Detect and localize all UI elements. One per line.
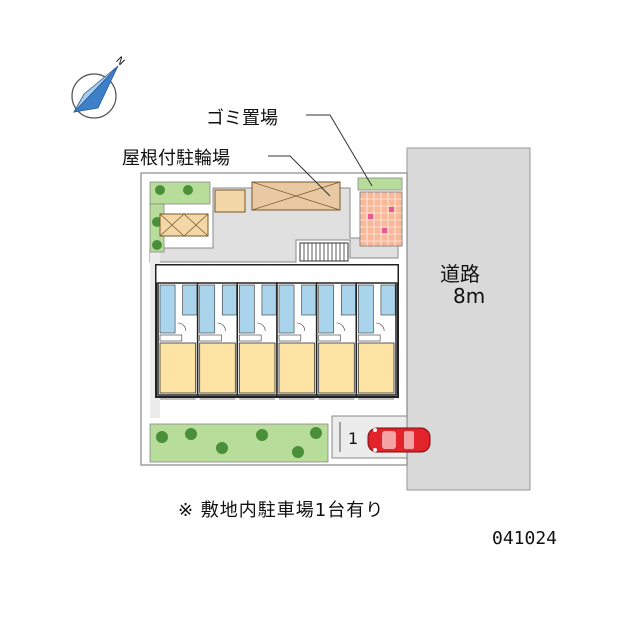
apartment-unit <box>315 282 358 400</box>
bike-parking-label: 屋根付駐輪場 <box>122 148 230 169</box>
road-width-label: 8m <box>453 284 486 308</box>
parking-space-number: 1 <box>348 429 359 448</box>
apartment-unit <box>196 282 239 400</box>
storage-crate <box>159 213 209 237</box>
apartment-unit <box>276 282 318 400</box>
road-name-label: 道路 <box>440 262 480 286</box>
apartment-unit <box>236 282 278 400</box>
planting-top-left <box>149 181 211 205</box>
leader-garbage <box>306 114 373 187</box>
apartment-unit <box>157 282 199 400</box>
stairs <box>299 242 349 262</box>
property-code: 041024 <box>492 528 558 549</box>
storage-box <box>214 189 246 213</box>
garbage-area-green <box>357 177 403 191</box>
leader-bike <box>268 155 331 197</box>
garbage-area <box>359 191 403 247</box>
parking-note: ※ 敷地内駐車場1台有り <box>178 500 385 521</box>
garbage-area-label: ゴミ置場 <box>206 108 278 129</box>
compass-icon <box>71 65 119 119</box>
car-icon <box>367 427 431 453</box>
apartment-unit <box>355 282 397 400</box>
